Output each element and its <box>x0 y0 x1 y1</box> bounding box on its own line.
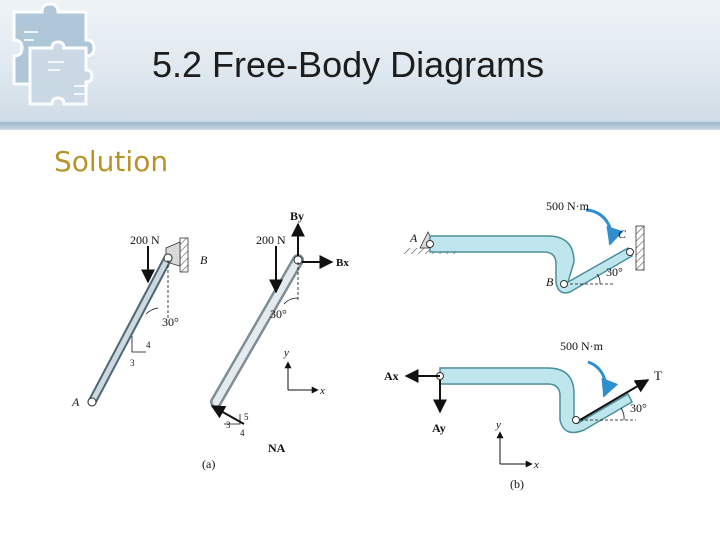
corner-B <box>560 280 568 288</box>
axis-y-label-a: y <box>283 347 289 359</box>
axis-x-label-b: x <box>533 459 539 471</box>
figure-a-bar-system <box>87 237 189 407</box>
point-A-label: A <box>71 395 80 409</box>
force-NA-arrow <box>210 405 245 425</box>
force-T-arrow <box>579 379 650 421</box>
moment-arrow-top <box>585 208 624 246</box>
end-A <box>87 397 97 407</box>
slope-3-label-fbd: 3 <box>226 420 231 430</box>
angle-arc-fbd <box>283 297 299 305</box>
slope-3-label: 3 <box>130 358 135 368</box>
point-A-label-b: A <box>409 231 418 245</box>
force-Ax-label: Ax <box>384 369 399 383</box>
axis-y-label-b: y <box>495 419 501 431</box>
force-NA-label: NA <box>268 441 286 455</box>
force-Bx-label: Bx <box>336 257 349 269</box>
slide-subtitle: Solution <box>54 145 169 178</box>
header-band <box>0 0 720 122</box>
puzzle-logo-icon <box>12 2 96 106</box>
slide-title: 5.2 Free-Body Diagrams <box>152 44 545 85</box>
slope-triangle <box>131 336 146 353</box>
angle-arc-left <box>145 307 159 315</box>
slope-4-label-fbd: 4 <box>240 428 245 438</box>
force-T-label: T <box>654 368 662 383</box>
load-label-left: 200 N <box>130 233 160 247</box>
figure-b-member <box>404 208 645 294</box>
slope-5-label: 5 <box>244 412 249 422</box>
bent-member <box>429 235 633 294</box>
angle-left-label: 30° <box>162 315 179 329</box>
axis-x-label-a: x <box>319 385 325 397</box>
wall-support-C <box>635 225 645 271</box>
bent-member-fbd <box>439 367 633 434</box>
wall-support <box>179 237 189 273</box>
angle-top-label: 30° <box>606 265 623 279</box>
load-label-right: 200 N <box>256 233 286 247</box>
figure-b-fbd <box>404 360 650 468</box>
header-divider <box>0 122 720 130</box>
angle-bottom-label: 30° <box>630 401 647 415</box>
moment-label-bottom: 500 N·m <box>560 339 604 353</box>
caption-b: (b) <box>510 477 524 491</box>
slope-4-label: 4 <box>146 340 151 350</box>
point-C-label: C <box>618 227 627 241</box>
force-Ay-label: Ay <box>432 421 446 435</box>
force-By-label: By <box>290 209 304 223</box>
angle-right-label: 30° <box>270 307 287 321</box>
moment-label-top: 500 N·m <box>546 199 590 213</box>
moment-arrow-bottom <box>587 360 619 398</box>
caption-a: (a) <box>202 457 215 471</box>
figure-a-fbd <box>210 222 334 425</box>
point-B-label: B <box>200 253 208 267</box>
slope-triangle-fbd <box>224 414 241 425</box>
pin-C <box>626 248 634 256</box>
point-B-label-b: B <box>546 275 554 289</box>
